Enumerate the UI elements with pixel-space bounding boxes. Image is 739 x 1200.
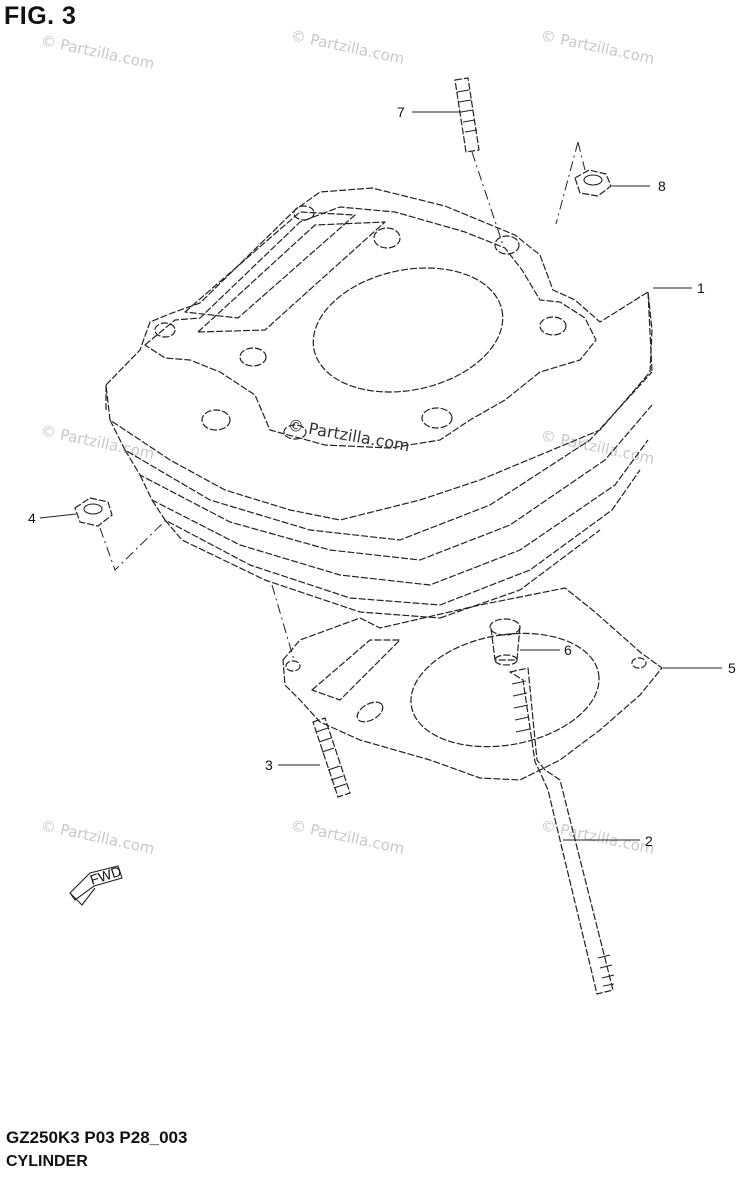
figure-name: CYLINDER	[6, 1153, 88, 1170]
watermark: © Partzilla.com	[539, 426, 656, 468]
figure-code: GZ250K3 P03 P28_003	[6, 1128, 188, 1147]
dowel-pin[interactable]	[489, 618, 521, 666]
callout-2[interactable]: 2	[645, 833, 653, 849]
callout-4[interactable]: 4	[28, 510, 36, 526]
cylinder-gasket[interactable]	[282, 587, 663, 781]
callout-5[interactable]: 5	[728, 660, 736, 676]
fwd-label: FWD	[88, 863, 123, 888]
watermark: © Partzilla.com	[539, 26, 656, 68]
watermark: © Partzilla.com	[39, 31, 156, 73]
watermark: © Partzilla.com	[539, 816, 656, 858]
cylinder-block[interactable]	[105, 187, 653, 619]
watermark: © Partzilla.com	[39, 421, 156, 463]
callout-1[interactable]: 1	[697, 280, 705, 296]
top-stud-bolt[interactable]	[454, 77, 504, 246]
callout-3[interactable]: 3	[265, 757, 273, 773]
watermark: © Partzilla.com	[289, 816, 406, 858]
callout-numbers: 7 8 1 4 5 6 3 2	[28, 104, 736, 849]
callout-8-nut[interactable]: 8	[658, 178, 666, 194]
long-stud-bolt[interactable]	[509, 667, 615, 995]
callout-leaders	[39, 111, 722, 841]
top-right-nut[interactable]	[555, 141, 612, 225]
callout-6[interactable]: 6	[564, 642, 572, 658]
fwd-arrow-icon: FWD	[69, 863, 123, 906]
watermark: © Partzilla.com	[289, 26, 406, 68]
short-stud-bolt[interactable]	[312, 717, 351, 798]
callout-7[interactable]: 7	[397, 104, 405, 120]
watermark: © Partzilla.com	[39, 816, 156, 858]
left-nut[interactable]	[74, 497, 169, 571]
watermark-center: © Partzilla.com	[286, 415, 411, 455]
figure-title: FIG. 3	[4, 2, 77, 30]
